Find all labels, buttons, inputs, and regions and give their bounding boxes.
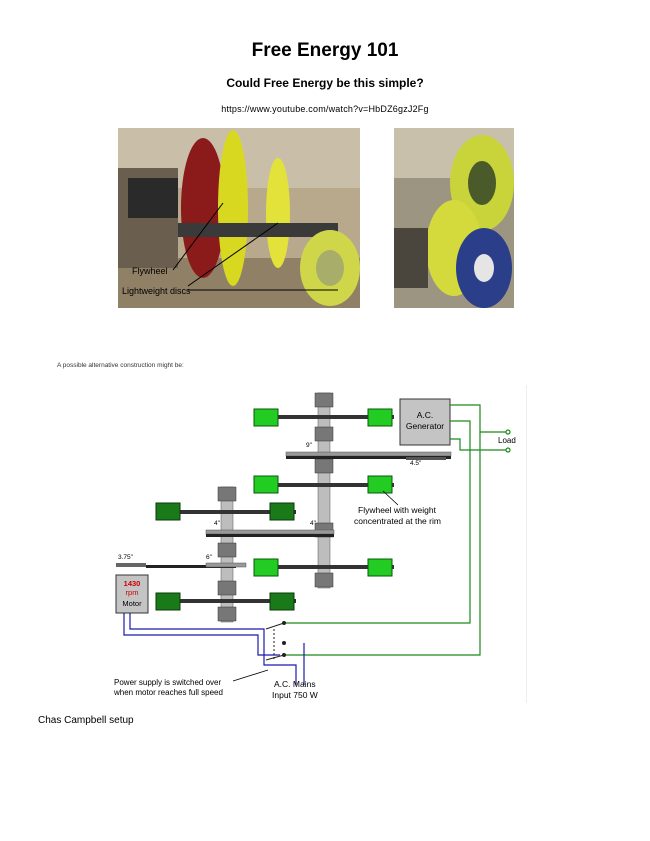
flywheel-axle-5 [155, 592, 296, 611]
label-flywheel: Flywheel [132, 266, 168, 276]
top-shaft [314, 392, 334, 589]
pulley-belts [116, 451, 452, 568]
switch-note-line1: Power supply is switched over [114, 678, 221, 687]
pulley-label-4-5: 4.5" [410, 460, 422, 467]
document-title: Free Energy 101 [251, 40, 399, 61]
motor-rpm-value: 1430 [124, 579, 141, 588]
motor: 1430 rpm Motor [115, 574, 149, 614]
flywheel-axle-3 [155, 502, 296, 521]
motor-rpm-unit: rpm [126, 588, 139, 597]
mains-label-line1: A.C. Mains [274, 679, 316, 689]
figure-caption: Chas Campbell setup [38, 715, 134, 726]
flywheel-annotation-line2: concentrated at the rim [354, 516, 441, 526]
flywheel-axle-4 [253, 558, 394, 577]
document-subtitle: Could Free Energy be this simple? [226, 76, 424, 90]
video-url[interactable]: https://www.youtube.com/watch?v=HbDZ6gzJ… [221, 104, 429, 114]
campbell-diagram: A.C. Generator 1430 rpm Motor Load [108, 385, 527, 703]
pulley-label-4a: 4" [214, 520, 221, 527]
flywheel-axle-2 [253, 475, 394, 494]
photo-flywheel-closeup [394, 128, 514, 308]
pulley-label-9: 9" [306, 442, 313, 449]
ac-generator: A.C. Generator [399, 398, 451, 446]
label-discs: Lightweight discs [122, 286, 191, 296]
pulley-label-4b: 4" [310, 520, 317, 527]
switch-note-line2: when motor reaches full speed [113, 688, 223, 697]
flywheel-annotation-line1: Flywheel with weight [358, 505, 437, 515]
mains-input-wires [123, 613, 305, 685]
alternative-construction-note: A possible alternative construction migh… [57, 362, 184, 369]
left-shaft [217, 486, 237, 623]
load-label: Load [498, 436, 516, 445]
mains-label-line2: Input 750 W [272, 690, 318, 700]
generator-output-wires [284, 404, 511, 656]
flywheel-axle-1 [253, 408, 394, 427]
changeover-switch [265, 621, 286, 661]
generator-label-line1: A.C. [417, 410, 434, 420]
pulley-label-3-75: 3.75" [118, 554, 134, 561]
photo-flywheel-setup: Flywheel Lightweight discs [118, 128, 360, 308]
pulley-label-6: 6" [206, 554, 213, 561]
motor-label: Motor [122, 599, 142, 608]
generator-label-line2: Generator [406, 421, 444, 431]
